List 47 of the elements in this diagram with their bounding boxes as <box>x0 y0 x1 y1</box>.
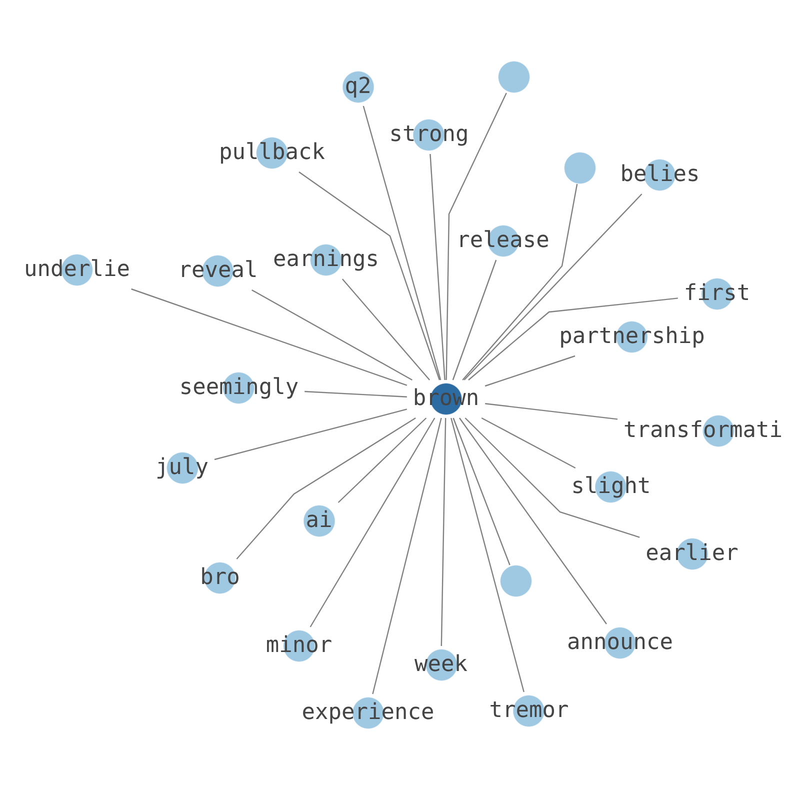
graph-node <box>498 61 530 93</box>
connector-line <box>214 408 408 460</box>
node-label: transformati <box>624 418 782 444</box>
node-label: pullback <box>219 140 325 166</box>
node-label: announce <box>567 630 673 656</box>
connector-line <box>362 106 442 380</box>
connector-line <box>468 298 678 380</box>
connector-line <box>236 418 416 560</box>
connector-line <box>430 154 446 380</box>
connector-line <box>440 418 446 646</box>
node-label: minor <box>266 633 332 659</box>
node-label: q2 <box>344 74 372 100</box>
connector-line <box>252 289 412 381</box>
connector-line <box>452 418 510 566</box>
node-label: belies <box>620 162 700 188</box>
connector-line <box>485 403 618 420</box>
connector-line <box>338 418 427 503</box>
connector-line <box>304 390 407 398</box>
connector-line <box>462 184 578 380</box>
node-label: earnings <box>273 247 379 273</box>
connector-line <box>131 288 408 386</box>
node-label: experience <box>302 700 434 726</box>
node-label: ai <box>306 508 332 534</box>
graph-node <box>500 565 532 597</box>
connector-line <box>310 418 436 628</box>
connector-line <box>446 92 507 380</box>
node-label: partnership <box>559 324 705 350</box>
graph-node <box>564 152 596 184</box>
node-label: first <box>684 281 750 307</box>
node-label: earlier <box>646 541 738 567</box>
connector-line <box>464 194 642 380</box>
node-label: seemingly <box>179 375 299 401</box>
node-label: release <box>456 228 550 254</box>
node-label: underlie <box>24 257 130 283</box>
node-label: slight <box>571 474 651 500</box>
connector-line <box>481 417 576 469</box>
connector-line <box>459 418 607 624</box>
node-label: tremor <box>489 698 569 724</box>
connector-line <box>484 355 576 387</box>
node-label: reveal <box>178 258 258 284</box>
connector-line <box>372 418 442 694</box>
node-label: strong <box>389 122 469 148</box>
connector-line <box>464 418 640 538</box>
connector-line <box>342 278 430 380</box>
connector-line <box>298 172 440 380</box>
connector-line <box>450 418 524 692</box>
connector-line <box>452 260 497 380</box>
